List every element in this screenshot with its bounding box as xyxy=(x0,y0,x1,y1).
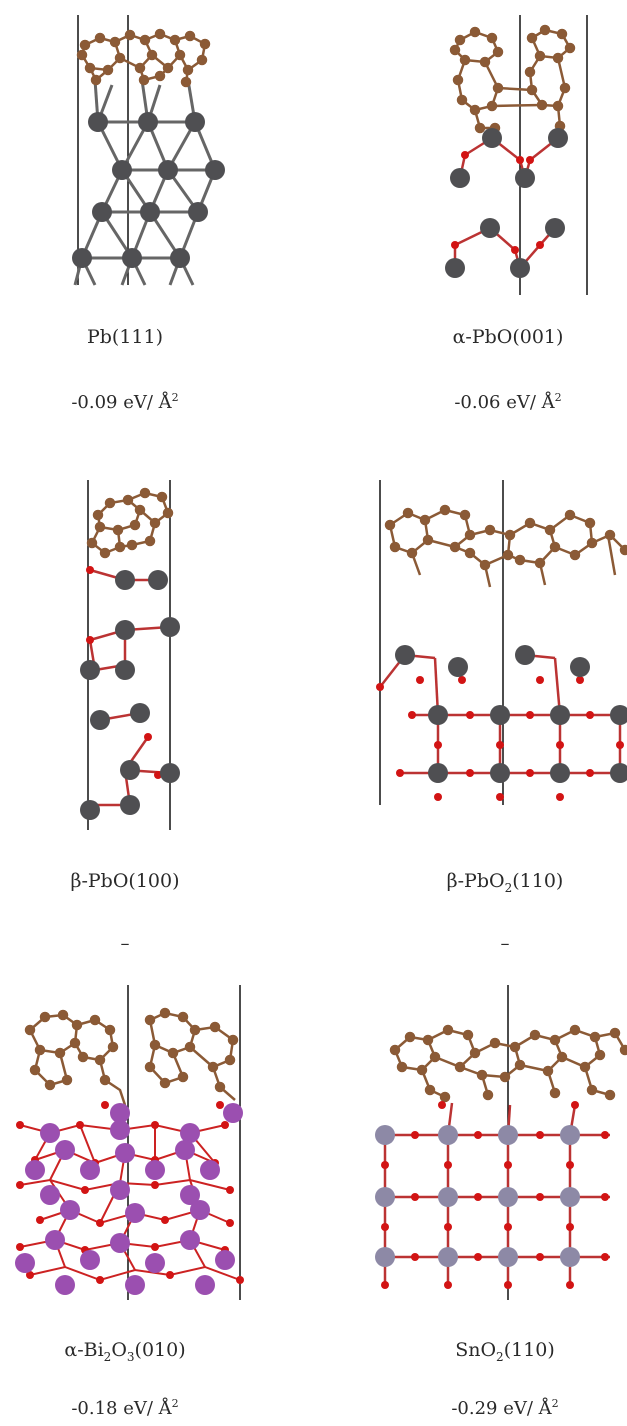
label-alpha-bi2o3-010: α-Bi2O3(010) xyxy=(64,1339,186,1364)
structure-beta-pbo100 xyxy=(70,475,200,835)
label-beta-pbo100: β-PbO(100) xyxy=(70,870,180,892)
structure-alpha-bi2o3-010 xyxy=(5,985,250,1305)
structure-beta-pbo2-110 xyxy=(370,475,627,835)
energy-pb111: -0.09 eV/ Å2 xyxy=(71,391,179,413)
energy-alpha-pbo001: -0.06 eV/ Å2 xyxy=(454,391,562,413)
label-pb111: Pb(111) xyxy=(86,326,164,348)
label-sno2-110: SnO2(110) xyxy=(455,1339,555,1364)
energy-alpha-bi2o3-010: -0.18 eV/ Å2 xyxy=(71,1397,179,1419)
energy-sno2-110: -0.29 eV/ Å2 xyxy=(451,1397,559,1419)
label-alpha-pbo001: α-PbO(001) xyxy=(452,326,564,348)
label-beta-pbo2-110: β-PbO2(110) xyxy=(446,870,564,895)
structure-alpha-pbo001 xyxy=(420,10,600,295)
energy-beta-pbo2-110: – xyxy=(500,933,510,954)
structure-pb111 xyxy=(60,10,260,290)
energy-beta-pbo100: – xyxy=(120,933,130,954)
structure-sno2-110 xyxy=(370,985,627,1305)
